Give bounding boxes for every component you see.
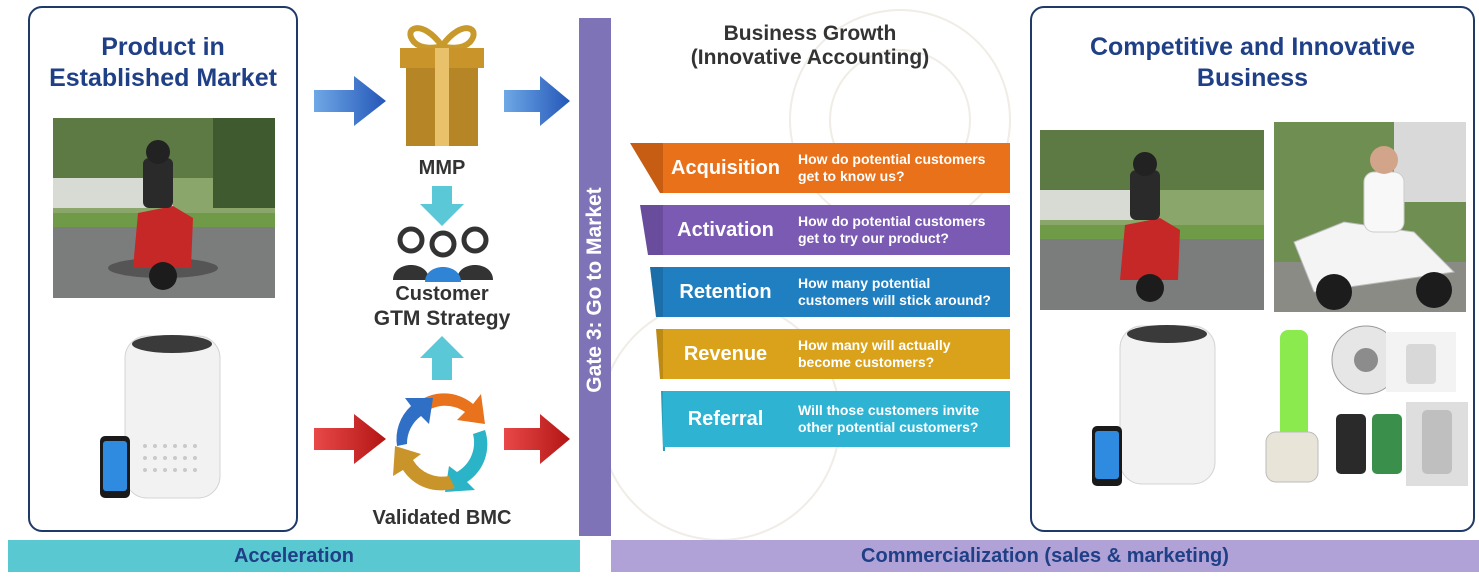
acceleration-bar: Acceleration	[8, 540, 580, 572]
title-line-2: Business	[1196, 64, 1309, 92]
commercialization-bar: Commercialization (sales & marketing)	[611, 540, 1479, 572]
arrow-right-icon	[314, 414, 386, 464]
question-line-1: How many potential	[798, 275, 931, 291]
title-line-1: Product in	[101, 33, 225, 61]
gift-icon	[400, 25, 484, 146]
arrow-down-icon	[420, 186, 464, 226]
question-line-1: How do potential customers	[798, 151, 986, 167]
title-line-1: Competitive and Innovative	[1089, 33, 1416, 61]
arrow-up-icon	[420, 336, 464, 380]
funnel-stage-acquisition: Acquisition	[663, 143, 788, 193]
established-market-title: Product in Established Market	[30, 32, 296, 94]
funnel-side	[630, 143, 670, 193]
arrow-right-icon	[504, 76, 570, 126]
funnel-stage-referral: Referral	[663, 391, 788, 447]
question-line-1: Will those customers invite	[798, 402, 980, 418]
cycle-icon	[393, 393, 488, 492]
air-purifier-photo	[1090, 314, 1250, 494]
question-line-2: customers will stick around?	[798, 292, 991, 308]
people-icon	[393, 226, 493, 282]
question-line-1: How many will actually	[798, 337, 951, 353]
gate-label: Gate 3: Go to Market	[583, 187, 606, 393]
arrow-right-icon	[504, 414, 570, 464]
funnel-stage-revenue: Revenue	[663, 329, 788, 379]
gtm-strategy-label: GTM Strategy	[373, 307, 511, 330]
mmp-label: MMP	[418, 157, 466, 179]
question-line-2: become customers?	[798, 354, 935, 370]
funnel-side	[640, 205, 670, 255]
gate-bar: Gate 3: Go to Market	[579, 18, 611, 536]
validated-bmc-label: Validated BMC	[372, 507, 512, 529]
growth-title-line-1: Business Growth	[723, 22, 897, 45]
rider-photo	[1274, 122, 1466, 312]
question-line-2: get to know us?	[798, 168, 905, 184]
product-collage-photo	[1256, 322, 1471, 488]
established-market-panel: Product in Established Market	[28, 6, 298, 532]
growth-title-line-2: (Innovative Accounting)	[690, 46, 930, 69]
growth-title: Business Growth (Innovative Accounting)	[640, 22, 980, 70]
air-purifier-photo	[100, 326, 250, 506]
innovative-business-panel: Competitive and Innovative Business	[1030, 6, 1475, 532]
scooter-photo	[1040, 130, 1264, 310]
customer-label: Customer	[395, 283, 489, 305]
funnel-stage-activation: Activation	[663, 205, 788, 255]
question-line-2: other potential customers?	[798, 419, 979, 435]
title-line-2: Established Market	[49, 64, 277, 92]
funnel-stage-retention: Retention	[663, 267, 788, 317]
scooter-photo	[53, 118, 275, 298]
question-line-1: How do potential customers	[798, 213, 986, 229]
question-line-2: get to try our product?	[798, 230, 949, 246]
arrow-right-icon	[314, 76, 386, 126]
innovative-business-title: Competitive and Innovative Business	[1032, 32, 1473, 94]
